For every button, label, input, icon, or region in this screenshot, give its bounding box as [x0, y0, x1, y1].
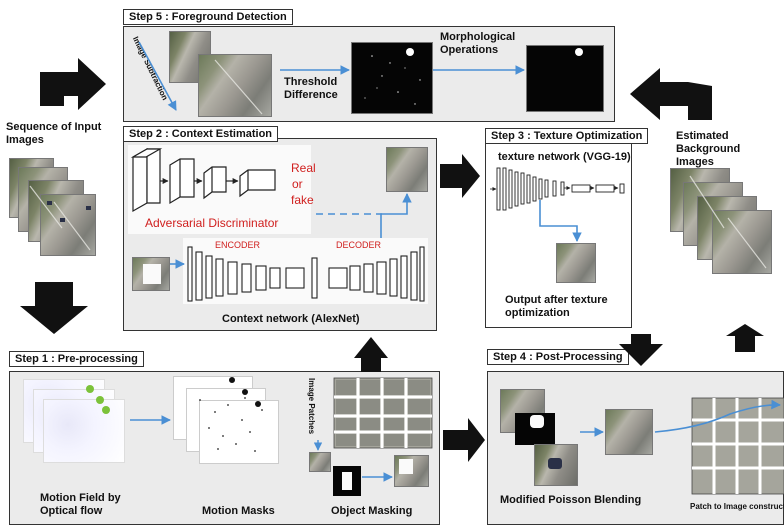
sequence-label: Sequence of Input Images: [6, 121, 102, 146]
vgg-layers: [496, 167, 625, 211]
fake-label: fake: [291, 193, 314, 207]
motion-mask-3: [199, 400, 279, 464]
corner-arrow-left: [40, 58, 106, 110]
step2-title: Step 2 : Context Estimation: [123, 126, 279, 142]
motion-masks-label: Motion Masks: [202, 505, 275, 517]
step4-title: Step 4 : Post-Processing: [487, 349, 629, 365]
mask-blobs: [229, 377, 261, 407]
right-arrow-mid: [440, 154, 480, 198]
patch-grid-step4: [691, 397, 784, 495]
step3-title: Step 3 : Texture Optimization: [485, 128, 649, 144]
right-arrow-bottom: [443, 418, 485, 462]
estimated-label: Estimated Background Images: [676, 130, 741, 168]
encoder-label: ENCODER: [215, 240, 261, 250]
mask-noise: [199, 397, 263, 452]
motion-blob-3: [102, 406, 110, 414]
patch-grid-step1: [333, 377, 433, 449]
encoder-decoder-layers: [187, 246, 425, 302]
object-masked-hole: [399, 459, 413, 474]
motion-field-frame-3: [43, 399, 125, 463]
morphology-image: [526, 45, 604, 112]
down-arrow-step3: [619, 334, 663, 366]
estimated-patch: [386, 147, 428, 192]
threshold-image: [351, 42, 433, 114]
or-label: or: [292, 177, 303, 191]
subtraction-arrow: [138, 41, 177, 111]
motion-blob-1: [86, 385, 94, 393]
texture-output-label: Output after texture optimization: [505, 294, 608, 319]
morphological-operations-label: Morphological Operations: [440, 31, 516, 56]
texture-output-image: [556, 243, 596, 283]
poisson-mask-hole: [530, 415, 544, 428]
mask-hole: [143, 264, 161, 284]
poisson-blending-label: Modified Poisson Blending: [500, 494, 642, 506]
decoder-label: DECODER: [336, 240, 382, 250]
motion-field-label: Motion Field by Optical flow: [40, 492, 121, 517]
threshold-difference-label: Threshold Difference: [284, 76, 338, 101]
decoder-up-arrow: [380, 193, 412, 238]
step1-title: Step 1 : Pre-processing: [9, 351, 144, 367]
object-mask-white: [342, 472, 352, 490]
poisson-car: [548, 458, 562, 469]
up-arrow-right: [726, 324, 764, 352]
up-arrow-mid: [354, 337, 388, 372]
patch-to-image-label: Patch to Image construction: [690, 502, 784, 511]
road-lines: [29, 59, 767, 269]
step5-title: Step 5 : Foreground Detection: [123, 9, 293, 25]
adversarial-discriminator-label: Adversarial Discriminator: [145, 216, 279, 230]
encoder-decoder-box: [183, 238, 428, 304]
vgg-output-arrow: [539, 200, 582, 242]
car-dots: [47, 201, 91, 222]
real-label: Real: [291, 161, 316, 175]
discriminator-cubes: [130, 147, 276, 213]
context-network-label: Context network (AlexNet): [222, 313, 360, 325]
corner-arrow-right: [630, 68, 712, 120]
threshold-blob: [406, 48, 414, 56]
motion-blob-2: [96, 396, 104, 404]
threshold-noise: [364, 55, 421, 105]
poisson-output: [605, 409, 653, 455]
blend-to-grid-arrow: [654, 399, 781, 433]
input-frame-front: [198, 54, 272, 117]
object-patch-car: [309, 452, 331, 472]
texture-network-label: texture network (VGG-19): [498, 151, 631, 163]
morph-blob: [575, 48, 583, 56]
down-arrow-left: [20, 282, 88, 334]
object-masking-label: Object Masking: [331, 505, 413, 517]
